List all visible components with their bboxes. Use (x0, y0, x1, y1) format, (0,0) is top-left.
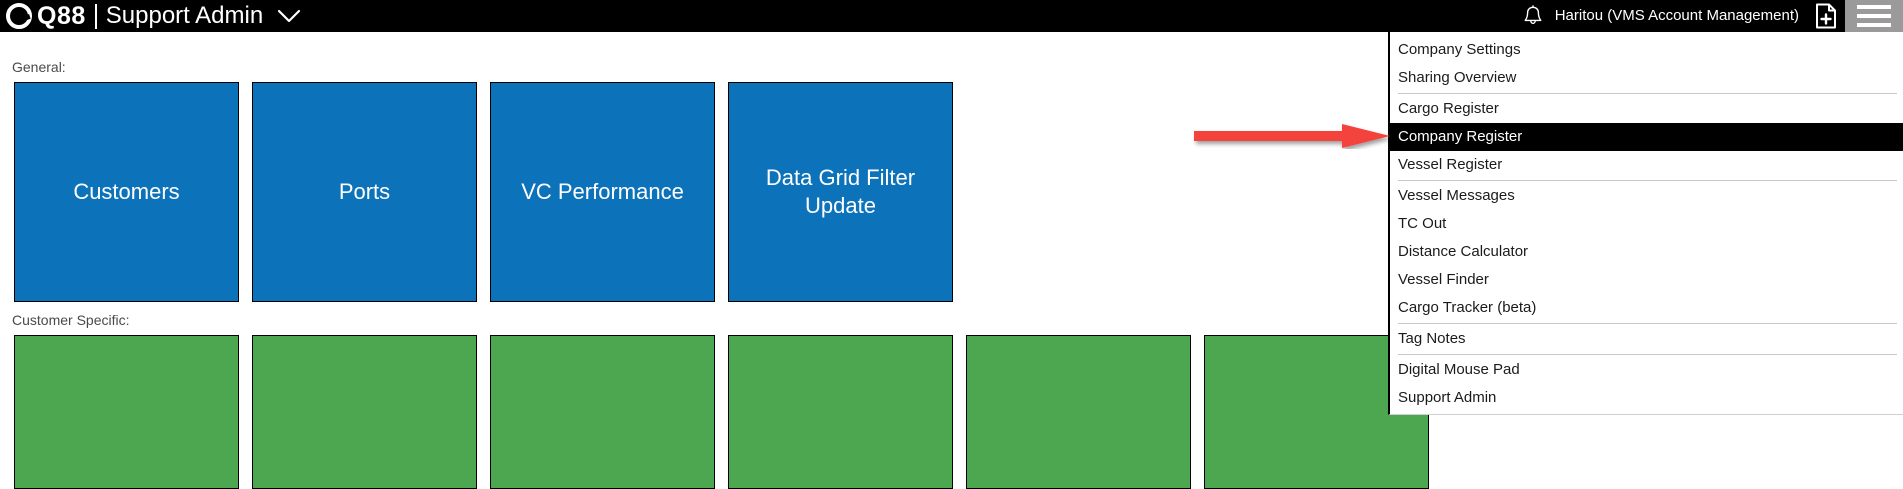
menu-item-tc-out[interactable]: TC Out (1398, 215, 1447, 232)
menu-separator (1398, 180, 1897, 181)
brand-divider (94, 3, 97, 29)
customer-specific-section-label: Customer Specific: (12, 312, 130, 328)
current-user-label[interactable]: Haritou (VMS Account Management) (1554, 7, 1799, 24)
customer-tile[interactable] (728, 335, 953, 489)
customer-tile[interactable] (14, 335, 239, 489)
brand-area[interactable]: Q88 Support Admin (0, 0, 301, 32)
hamburger-bar-2 (1857, 14, 1891, 18)
tile-ports[interactable]: Ports (252, 82, 477, 302)
q88-logo-icon (6, 3, 32, 29)
menu-separator (1398, 354, 1897, 355)
top-header-bar: Q88 Support Admin Haritou (VMS Account M… (0, 0, 1903, 32)
q88-logo-text: Q88 (37, 2, 86, 30)
document-plus-icon[interactable] (1811, 0, 1841, 32)
customer-tile[interactable] (966, 335, 1191, 489)
hamburger-menu-icon[interactable] (1845, 0, 1903, 32)
menu-item-cargo-register[interactable]: Cargo Register (1398, 100, 1499, 117)
menu-item-tag-notes[interactable]: Tag Notes (1398, 330, 1466, 347)
bell-icon[interactable] (1517, 0, 1549, 32)
menu-separator (1398, 323, 1897, 324)
menu-item-company-register[interactable]: Company Register (1390, 123, 1903, 151)
menu-item-digital-mouse-pad[interactable]: Digital Mouse Pad (1398, 361, 1520, 378)
tile-vc-performance[interactable]: VC Performance (490, 82, 715, 302)
tile-data-grid-filter-update[interactable]: Data Grid Filter Update (728, 82, 953, 302)
app-title: Support Admin (105, 2, 264, 29)
menu-item-company-settings[interactable]: Company Settings (1398, 41, 1521, 58)
customer-specific-tile-row (14, 335, 1429, 489)
general-tile-row: Customers Ports VC Performance Data Grid… (14, 82, 953, 302)
tile-customers[interactable]: Customers (14, 82, 239, 302)
chevron-down-icon[interactable] (277, 9, 301, 23)
menu-item-support-admin[interactable]: Support Admin (1398, 389, 1497, 406)
menu-item-vessel-finder[interactable]: Vessel Finder (1398, 271, 1489, 288)
header-right-cluster: Haritou (VMS Account Management) (1517, 0, 1903, 32)
main-navigation-dropdown: Company Settings Sharing Overview Cargo … (1388, 32, 1903, 415)
menu-item-vessel-register[interactable]: Vessel Register (1398, 156, 1503, 173)
menu-item-vessel-messages[interactable]: Vessel Messages (1398, 187, 1515, 204)
menu-item-sharing-overview[interactable]: Sharing Overview (1398, 69, 1517, 86)
hamburger-bar-3 (1857, 23, 1891, 27)
menu-item-distance-calculator[interactable]: Distance Calculator (1398, 243, 1529, 260)
menu-separator (1398, 93, 1897, 94)
customer-tile[interactable] (490, 335, 715, 489)
general-section-label: General: (12, 59, 66, 75)
menu-item-cargo-tracker-beta[interactable]: Cargo Tracker (beta) (1398, 299, 1537, 316)
customer-tile[interactable] (252, 335, 477, 489)
hamburger-bar-1 (1857, 5, 1891, 9)
